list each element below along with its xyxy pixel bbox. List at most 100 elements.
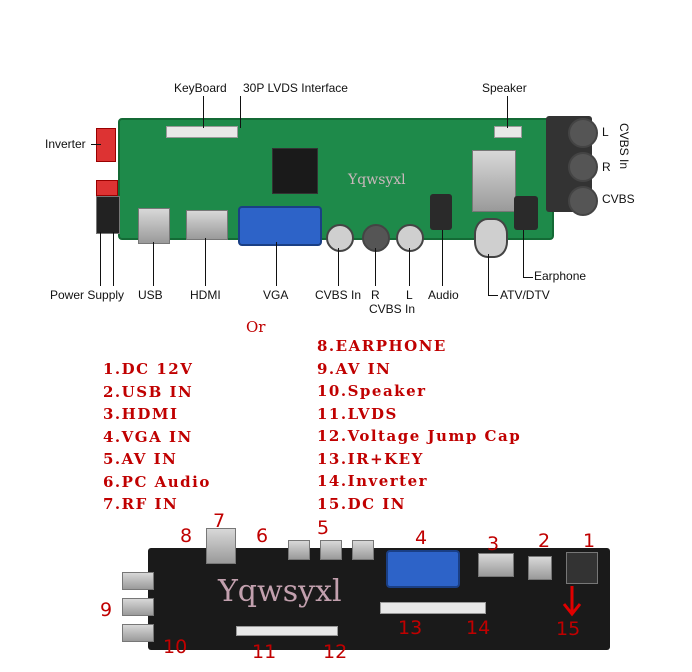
power-jack — [96, 196, 120, 234]
list-item: 7.RF IN — [103, 495, 179, 513]
list-item: 15.DC IN — [317, 494, 406, 513]
power-header — [96, 180, 118, 196]
leader-earphone — [523, 230, 524, 278]
bottom-vga-port — [386, 550, 460, 588]
label-l-bottom: L — [406, 288, 413, 302]
callout-number: 4 — [415, 527, 428, 549]
list-item: 9.AV IN — [317, 359, 392, 378]
list-item: 2.USB IN — [103, 382, 194, 401]
leader-lvds — [240, 96, 241, 128]
callout-number: 12 — [323, 641, 348, 663]
bottom-dc-jack — [566, 552, 598, 584]
label-cvbs-in: CVBS In — [315, 288, 362, 302]
side-rca-l — [568, 118, 598, 148]
label-lvds: 30P LVDS Interface — [243, 81, 348, 95]
leader-atv — [488, 254, 489, 296]
bottom-rca-3 — [352, 540, 374, 560]
bottom-side-rca-1 — [122, 572, 154, 590]
label-cvbs-in-under: CVBS In — [369, 302, 416, 316]
callout-number: 8 — [180, 525, 193, 547]
r-port — [362, 224, 390, 252]
callout-number: 15 — [556, 618, 581, 640]
bottom-hdmi — [478, 553, 514, 577]
leader-l — [409, 248, 410, 286]
label-inverter: Inverter — [45, 137, 86, 151]
bottom-watermark: Yqwsyxl — [218, 574, 342, 609]
main-chip — [272, 148, 318, 194]
list-item: 4.VGA IN — [103, 427, 193, 446]
callout-number: 7 — [213, 510, 226, 532]
leader-atv-h — [488, 295, 498, 296]
feature-list-right: 8.EARPHONE 9.AV IN 10.Speaker 11.LVDS 12… — [317, 335, 521, 515]
label-earphone: Earphone — [534, 269, 587, 283]
audio-jack — [430, 194, 452, 230]
inverter-header — [96, 128, 116, 162]
leader-audio — [442, 230, 443, 286]
list-item: 5.AV IN — [103, 450, 178, 468]
label-power-supply: Power Supply — [50, 288, 125, 302]
label-r: R — [602, 160, 611, 174]
callout-number: 9 — [100, 599, 113, 621]
callout-number: 11 — [252, 641, 277, 663]
leader-power-2 — [113, 232, 114, 286]
leader-hdmi — [205, 238, 206, 286]
leader-speaker — [507, 96, 508, 128]
earphone-jack — [514, 196, 538, 230]
list-item: 6.PC Audio — [103, 472, 211, 491]
tuner — [472, 150, 516, 212]
label-audio: Audio — [428, 288, 459, 302]
bottom-usb — [528, 556, 552, 580]
callout-number: 10 — [163, 636, 188, 658]
list-item: 8.EARPHONE — [317, 337, 447, 355]
callout-number: 5 — [317, 517, 330, 539]
callout-number: 14 — [466, 617, 491, 639]
bottom-side-rca-2 — [122, 598, 154, 616]
bottom-rca-2 — [320, 540, 342, 560]
hdmi-port — [186, 210, 228, 240]
side-rca-r — [568, 152, 598, 182]
atv-port — [474, 218, 508, 258]
label-l: L — [602, 125, 609, 139]
usb-port — [138, 208, 170, 244]
speaker-header — [494, 126, 522, 138]
leader-usb — [153, 242, 154, 286]
callout-number: 6 — [256, 525, 269, 547]
list-item: 11.LVDS — [317, 404, 398, 423]
leader-power-1 — [100, 232, 101, 286]
bottom-header-2 — [236, 626, 338, 636]
top-watermark: Yqwsyxl — [348, 172, 406, 188]
or-text: Or — [246, 318, 266, 336]
callout-number: 13 — [398, 617, 423, 639]
list-item: 13.IR+KEY — [317, 449, 424, 468]
list-item: 3.HDMI — [103, 405, 179, 423]
label-vga: VGA — [263, 288, 289, 302]
label-cvbs: CVBS — [602, 192, 635, 206]
callout-number: 1 — [583, 530, 596, 552]
label-hdmi: HDMI — [190, 288, 221, 302]
label-cvbs-in-side: CVBS In — [617, 123, 631, 170]
bottom-rca-1 — [288, 540, 310, 560]
bottom-side-rca-3 — [122, 624, 154, 642]
side-rca-cvbs — [568, 186, 598, 216]
leader-cvbs-in — [338, 248, 339, 286]
keyboard-header — [166, 126, 238, 138]
leader-r — [375, 248, 376, 286]
leader-earphone-h — [523, 277, 533, 278]
feature-list-left: 1.DC 12V 2.USB IN 3.HDMI 4.VGA IN 5.AV I… — [103, 358, 211, 516]
list-item: 12.Voltage Jump Cap — [317, 427, 522, 445]
list-item: 1.DC 12V — [103, 360, 194, 378]
callout-number: 3 — [487, 533, 500, 555]
label-usb: USB — [138, 288, 163, 302]
cvbs-in-port — [326, 224, 354, 252]
leader-keyboard — [203, 96, 204, 128]
label-keyboard: KeyBoard — [174, 81, 227, 95]
label-atv-dtv: ATV/DTV — [500, 288, 550, 302]
label-speaker: Speaker — [482, 81, 527, 95]
leader-vga — [276, 242, 277, 286]
label-r-bottom: R — [371, 288, 380, 302]
down-arrow-icon — [562, 586, 582, 617]
l-port — [396, 224, 424, 252]
bottom-lvds-header — [380, 602, 486, 614]
bottom-rf-connector — [206, 528, 236, 564]
list-item: 10.Speaker — [317, 382, 427, 400]
